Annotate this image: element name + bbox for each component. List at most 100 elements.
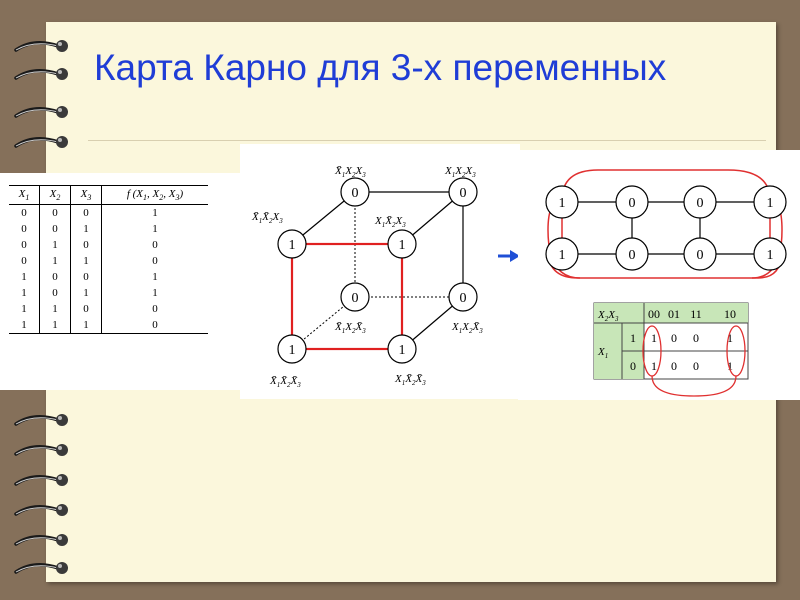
cube-node-front-top-left-value: 1 xyxy=(289,238,296,253)
table-cell: 1 xyxy=(39,317,71,335)
cube-node-front-bottom-right: 1 xyxy=(387,334,417,364)
graph-node-bottom-1: 0 xyxy=(615,237,649,271)
cube-node-back-bottom-left-value: 0 xyxy=(352,291,359,306)
table-cell: 0 xyxy=(39,285,71,302)
table-cell: 0 xyxy=(70,269,102,286)
cube-node-back-top-left-circle xyxy=(340,177,370,207)
graph-node-bottom-2-circle xyxy=(683,237,717,271)
kmap-group-connector xyxy=(651,375,737,397)
graph-node-bottom-3: 1 xyxy=(753,237,787,271)
cube-node-back-bottom-left-circle xyxy=(340,282,370,312)
graph-node-top-0-value: 1 xyxy=(559,196,566,211)
graph-node-bottom-1-circle xyxy=(615,237,649,271)
cube-node-back-top-right-value: 0 xyxy=(460,186,467,201)
graph-node-top-1-value: 0 xyxy=(629,196,636,211)
cube-node-back-bottom-right-circle xyxy=(448,282,478,312)
label-front-top-left: X̄1X̄2X3 xyxy=(251,211,283,225)
graph-node-bottom-0: 1 xyxy=(545,237,579,271)
table-cell: 0 xyxy=(70,301,102,318)
kmap-corner-label: X2X3 xyxy=(597,309,619,323)
spiral-ring-icon xyxy=(14,534,68,546)
spiral-ring-icon xyxy=(14,444,68,456)
graph-node-top-3-value: 1 xyxy=(767,196,774,211)
graph-node-bottom-1-value: 0 xyxy=(629,248,636,263)
graph-node-top-2: 0 xyxy=(683,185,717,219)
label-front-top-right: X1X̄2X3 xyxy=(374,215,406,229)
cube-node-front-top-right-value: 1 xyxy=(399,238,406,253)
table-cell: 0 xyxy=(101,237,208,254)
graph-node-top-0: 1 xyxy=(545,185,579,219)
cube-node-back-top-right-circle xyxy=(448,177,478,207)
table-cell: 0 xyxy=(39,204,71,222)
table-cell: 1 xyxy=(21,287,27,300)
graph-node-bottom-3-value: 1 xyxy=(767,248,774,263)
kmap-cell: 1 xyxy=(651,331,657,345)
arrow-head-icon xyxy=(510,250,520,262)
table-cell: 1 xyxy=(39,301,71,318)
label-front-bottom-right: X1X̄2X̄3 xyxy=(394,373,426,387)
cube-node-front-top-right-circle xyxy=(387,229,417,259)
table-cell: 0 xyxy=(101,301,208,318)
graph-node-top-3: 1 xyxy=(753,185,787,219)
col-header-x3: X3 xyxy=(70,184,102,206)
graph-node-top-3-circle xyxy=(753,185,787,219)
spiral-ring-icon xyxy=(14,504,68,516)
table-cell: 1 xyxy=(70,253,102,270)
label-back-bottom-left: X̄1X2X̄3 xyxy=(334,321,366,335)
table-cell: 1 xyxy=(21,271,27,284)
graph-node-bottom-3-circle xyxy=(753,237,787,271)
kmap-col-header: 01 xyxy=(668,307,680,321)
cube-node-front-top-left: 1 xyxy=(277,229,307,259)
table-cell: 1 xyxy=(70,221,102,238)
kmap-header-bg xyxy=(594,303,748,323)
wrap-loop-top xyxy=(561,169,771,201)
graph-node-top-1: 0 xyxy=(615,185,649,219)
kmap-col-header: 11 xyxy=(690,307,702,321)
table-cell: 1 xyxy=(70,317,102,335)
table-cell: 1 xyxy=(70,285,102,302)
label-front-bottom-left: X̄1X̄2X̄3 xyxy=(269,375,301,389)
table-cell: 0 xyxy=(70,237,102,254)
cube-node-front-bottom-right-circle xyxy=(387,334,417,364)
kmap-cell: 0 xyxy=(671,331,677,345)
col-header-f: f (X1, X2, X3) xyxy=(101,184,208,206)
kmap-cell: 0 xyxy=(693,359,699,373)
spiral-ring-icon xyxy=(14,68,68,80)
col-header-x2: X2 xyxy=(39,184,71,206)
kmap-cell: 1 xyxy=(727,331,733,345)
table-cell: 1 xyxy=(39,253,71,270)
graph-node-top-2-value: 0 xyxy=(697,196,704,211)
kmap-row-label: 0 xyxy=(630,359,636,373)
kmap-row-var: X1 xyxy=(597,346,608,360)
graph-node-bottom-0-value: 1 xyxy=(559,248,566,263)
cube-node-back-bottom-left: 0 xyxy=(340,282,370,312)
cube-node-back-bottom-right: 0 xyxy=(448,282,478,312)
spiral-ring-icon xyxy=(14,136,68,148)
cube-node-front-top-left-circle xyxy=(277,229,307,259)
graph-node-bottom-2-value: 0 xyxy=(697,248,704,263)
table-cell: 0 xyxy=(21,255,27,268)
kmap-cell: 0 xyxy=(693,331,699,345)
cube-highlight-face xyxy=(290,242,404,351)
cube-node-front-bottom-left-circle xyxy=(277,334,307,364)
table-cell: 1 xyxy=(101,204,208,222)
cube-node-front-bottom-left-value: 1 xyxy=(289,343,296,358)
table-cell: 0 xyxy=(39,269,71,286)
kmap-col-header: 10 xyxy=(724,307,736,321)
table-cell: 0 xyxy=(21,239,27,252)
table-cell: 1 xyxy=(101,221,208,238)
kmap-cell: 1 xyxy=(727,359,733,373)
table-cell: 0 xyxy=(21,223,27,236)
